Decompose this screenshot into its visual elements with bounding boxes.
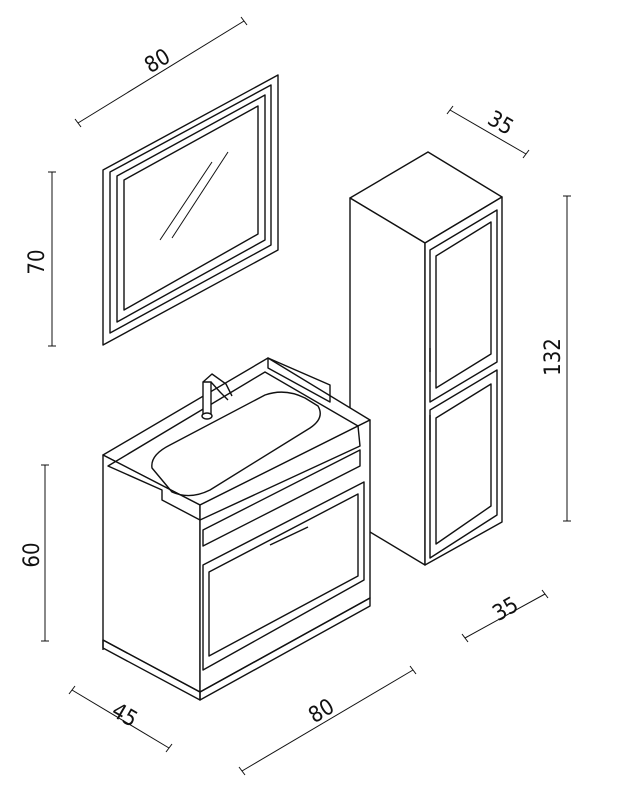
tall-cabinet-height-label: 132 xyxy=(541,338,566,376)
vanity-width-dimension: 80 xyxy=(238,665,417,776)
vanity-depth-label: 45 xyxy=(107,698,141,732)
mirror-height-dimension: 70 xyxy=(25,171,56,347)
tall-cabinet xyxy=(349,151,503,566)
faucet-icon xyxy=(201,373,233,420)
tall-cabinet-depth-dimension: 35 xyxy=(446,105,530,159)
mirror-height-label: 70 xyxy=(25,249,50,274)
vanity-width-label: 80 xyxy=(305,694,339,728)
vanity-height-label: 60 xyxy=(20,542,45,567)
tall-cabinet-height-dimension: 132 xyxy=(541,195,571,522)
mirror-width-label: 80 xyxy=(141,44,175,78)
vanity xyxy=(102,357,371,701)
mirror xyxy=(102,74,279,346)
tall-cabinet-width-label: 35 xyxy=(489,592,523,626)
vanity-height-dimension: 60 xyxy=(20,464,49,642)
tall-cabinet-width-dimension: 35 xyxy=(461,589,549,643)
tall-cabinet-depth-label: 35 xyxy=(483,106,517,140)
vanity-depth-dimension: 45 xyxy=(68,685,173,753)
